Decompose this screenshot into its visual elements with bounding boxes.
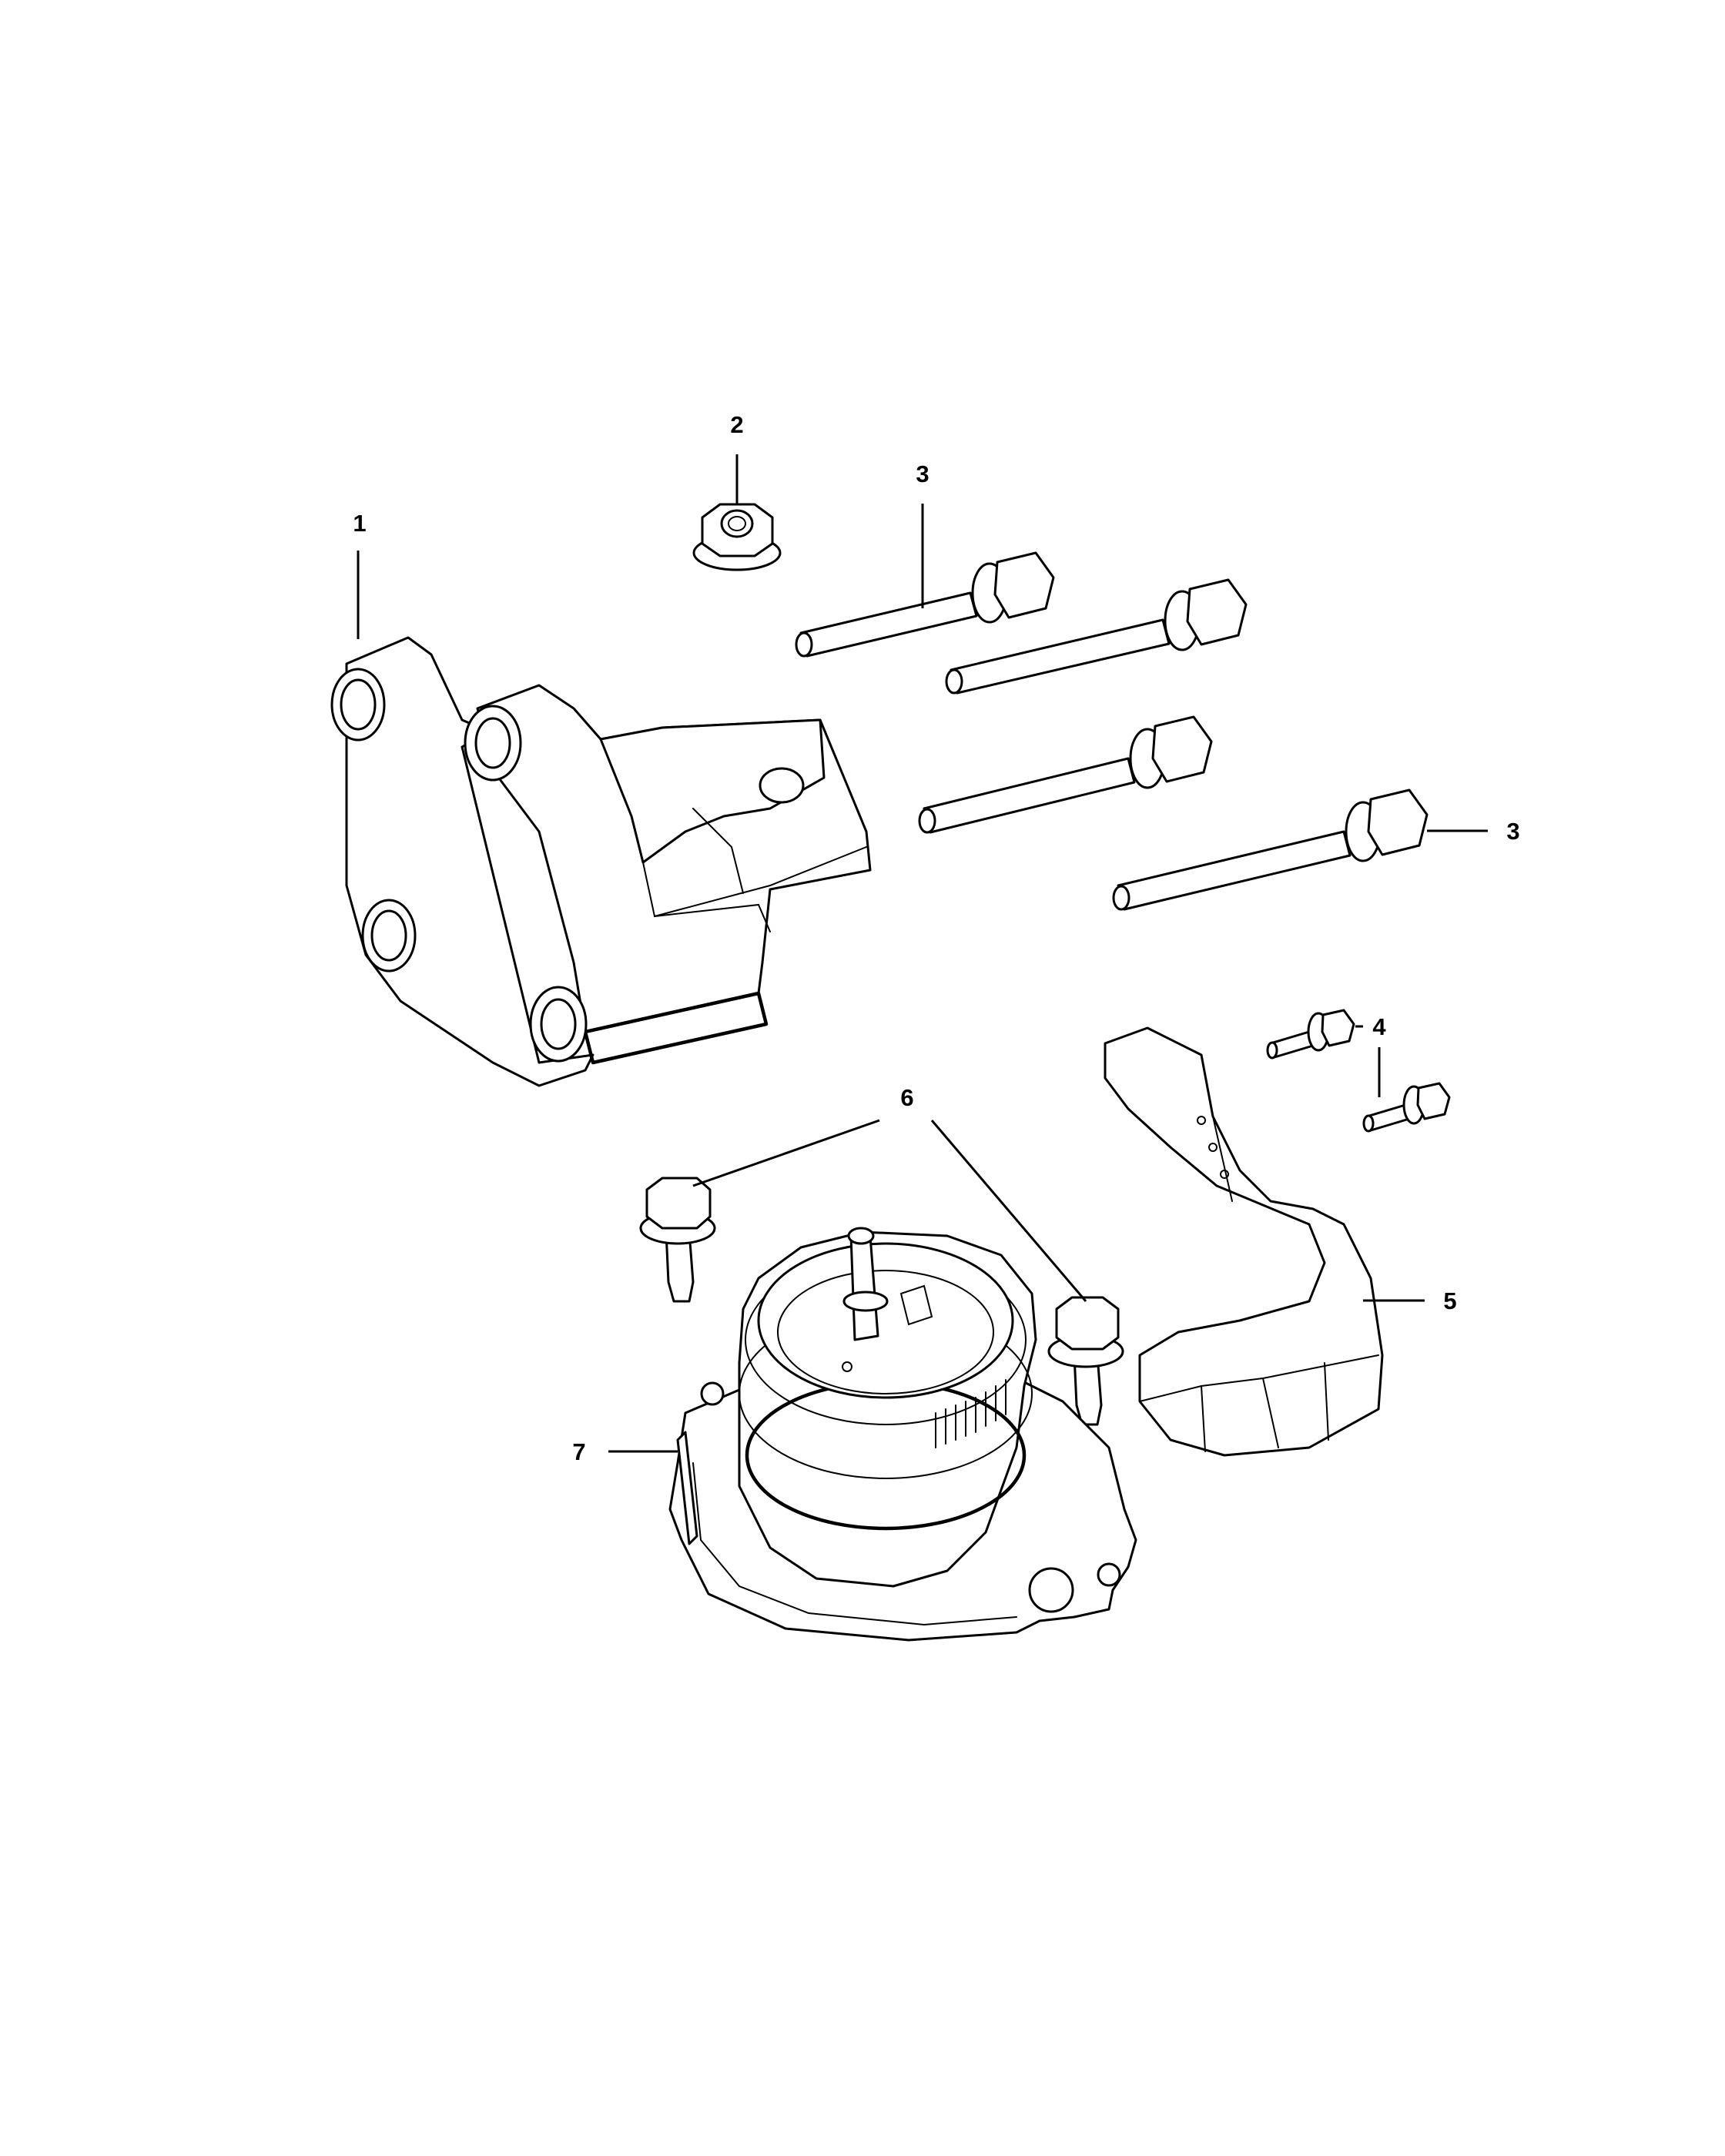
callout-3-top: 3 (916, 460, 929, 487)
callout-6: 6 (900, 1084, 913, 1111)
heat-shield-part-5 (1104, 1026, 1384, 1457)
small-bolts-part-4 (1266, 1009, 1451, 1133)
mount-bolts-part-6 (639, 1177, 1124, 1426)
callout-4: 4 (1372, 1013, 1386, 1040)
leader-lines (357, 454, 1488, 1453)
leader-6b (930, 1120, 1087, 1302)
bracket-part-1 (330, 636, 872, 1087)
callout-7: 7 (572, 1438, 585, 1465)
flange-nut-part-2 (692, 503, 782, 571)
callout-3-right: 3 (1506, 818, 1519, 845)
long-bolts-part-3 (795, 551, 1429, 911)
callout-labels: 1 2 3 3 4 5 6 7 (353, 411, 1519, 1465)
callout-1: 1 (353, 510, 366, 537)
callout-5: 5 (1443, 1287, 1456, 1314)
leader-6a (692, 1119, 880, 1187)
callout-2: 2 (730, 411, 743, 438)
engine-mount-part-7 (668, 1227, 1137, 1642)
